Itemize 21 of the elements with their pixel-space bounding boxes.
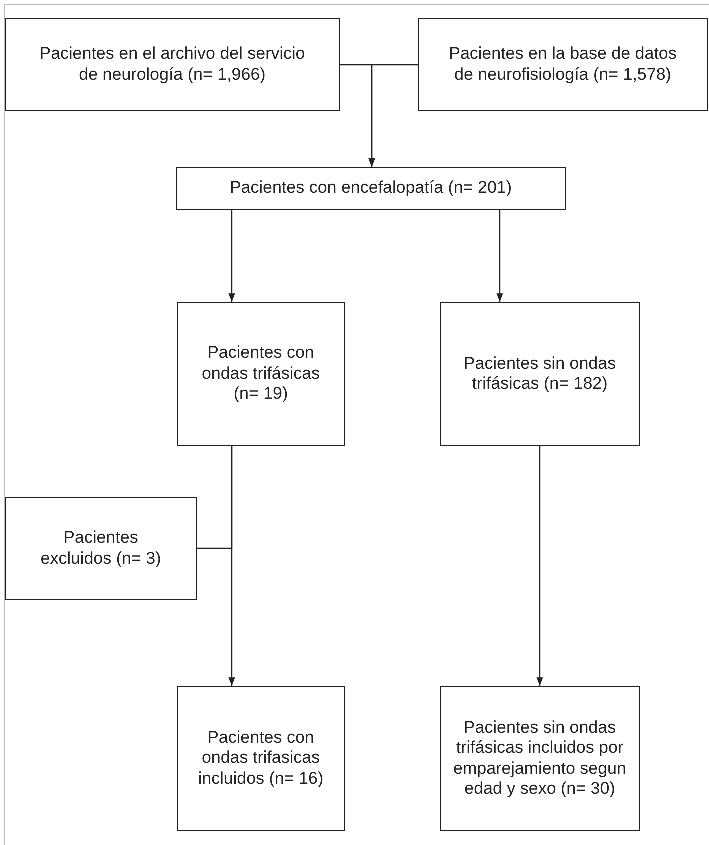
process-box xyxy=(418,18,708,111)
box-text: Pacientes en la base de datos de neurofisiología (n= 1,578) xyxy=(449,44,677,85)
process-box xyxy=(176,167,566,210)
box-text: Pacientes excluidos (n= 3) xyxy=(40,528,162,569)
process-box xyxy=(5,18,340,111)
arrow xyxy=(368,64,418,167)
box-text: Pacientes con ondas trifasicas incluidos (n= 16) xyxy=(197,728,325,790)
box-text: Pacientes en el archivo del servicio de neurología (n= 1,966) xyxy=(38,44,306,85)
process-box xyxy=(177,302,345,446)
arrow xyxy=(496,210,504,302)
box-text: Pacientes con encefalopatía (n= 201) xyxy=(230,178,512,199)
process-box xyxy=(440,686,640,831)
box-text: Pacientes con ondas trifásicas (n= 19) xyxy=(200,343,322,405)
box-text: Pacientes sin ondas trifásicas incluidos por emparejamiento segun edad y sexo (n= 30) xyxy=(452,718,628,800)
process-box xyxy=(177,686,345,831)
box-text: Pacientes sin ondas trifásicas (n= 182) xyxy=(462,354,618,394)
arrow xyxy=(536,446,544,686)
arrow xyxy=(228,446,236,686)
arrow xyxy=(228,210,236,302)
process-box xyxy=(5,497,197,600)
process-box xyxy=(440,302,640,446)
